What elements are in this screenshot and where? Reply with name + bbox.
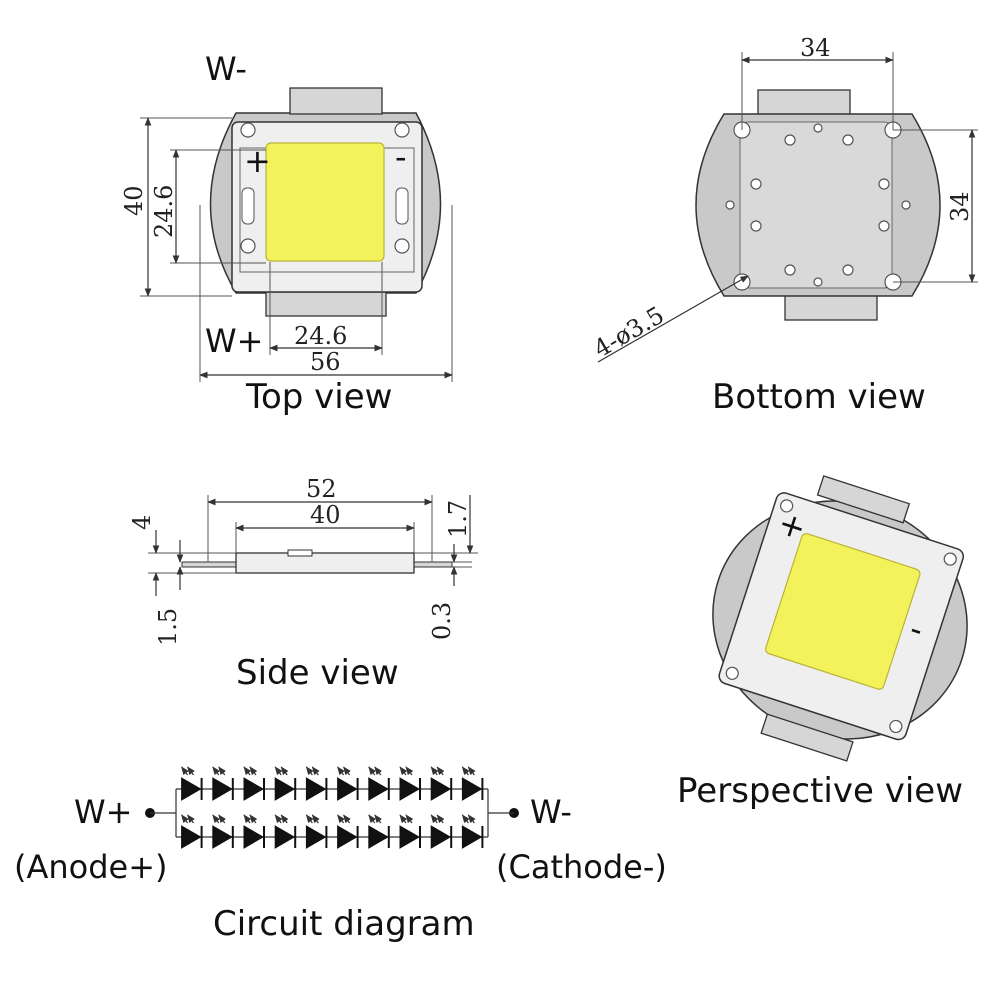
bottom-view-dot — [901, 200, 911, 210]
bottom-view-plate — [739, 121, 893, 289]
top-view-hole — [394, 122, 410, 138]
top-view-dim-width: 56 — [310, 348, 341, 376]
top-view-slot-left — [241, 187, 255, 225]
led-diode-icon — [212, 814, 234, 849]
circuit-left-sub: (Anode+) — [14, 848, 168, 886]
perspective-hole — [780, 499, 794, 513]
top-view-led-chip — [265, 142, 385, 262]
bottom-view-dot — [725, 200, 735, 210]
top-view-minus: - — [395, 138, 407, 176]
side-view: 52 40 4 1.5 1.7 0.3 Side view — [128, 475, 478, 693]
led-diode-icon — [274, 814, 297, 849]
led-diode-icon — [399, 766, 421, 801]
top-view-dim-led-height: 24.6 — [150, 185, 178, 238]
perspective-hole — [725, 666, 739, 680]
circuit-caption: Circuit diagram — [213, 904, 475, 944]
perspective-tab-bottom — [760, 713, 854, 762]
top-view-tab-top — [289, 87, 383, 115]
led-diode-icon — [212, 766, 234, 801]
perspective-view: + - — [712, 475, 968, 762]
perspective-hole — [889, 719, 903, 734]
bottom-view-dim-holes: 4-ø3.5 — [589, 301, 669, 363]
top-view-plus: + — [244, 142, 271, 180]
circuit-diagram: W+ (Anode+) W- (Cathode-) Circuit diagra… — [14, 766, 667, 944]
side-view-body — [235, 552, 415, 574]
bottom-view-dot — [842, 264, 854, 276]
top-view-tab-bottom — [265, 291, 387, 317]
bottom-view-dot — [813, 277, 823, 287]
top-view-dim-led-width: 24.6 — [294, 322, 347, 350]
side-view-dim-total: 4 — [128, 515, 156, 530]
circuit-right-label: W- — [530, 793, 572, 831]
led-diode-icon — [243, 766, 265, 801]
perspective-caption: Perspective view — [677, 771, 963, 811]
perspective-hole — [943, 552, 957, 566]
led-diode-icon — [243, 814, 265, 849]
circuit-right-sub: (Cathode-) — [496, 848, 667, 886]
side-view-dim-plate: 40 — [310, 501, 341, 529]
side-view-dim-length: 52 — [306, 475, 337, 503]
led-diode-icon — [305, 766, 328, 801]
side-view-dim-tab-h: 1.7 — [444, 500, 472, 538]
led-diode-icon — [181, 766, 203, 801]
top-view-hole — [240, 238, 256, 254]
bottom-view-dot — [842, 134, 854, 146]
led-diode-icon — [337, 814, 359, 849]
led-diode-icon — [181, 814, 203, 849]
bottom-view-dot — [878, 178, 890, 190]
perspective-tab-top — [816, 475, 911, 524]
top-view: + - W- W+ 40 24.6 24.6 56 Top view — [120, 50, 453, 417]
bottom-view-dim-y: 34 — [946, 191, 974, 222]
led-diode-icon — [430, 766, 453, 801]
top-view-hole — [394, 238, 410, 254]
bottom-view-caption: Bottom view — [712, 377, 926, 417]
bottom-view-dot — [750, 220, 762, 232]
bottom-view-tab-bottom — [784, 293, 878, 321]
bottom-view-tab-top — [757, 89, 851, 117]
perspective-led-chip — [765, 533, 921, 690]
bottom-view-dot — [784, 264, 796, 276]
bottom-view-dot — [813, 123, 823, 133]
led-diode-icon — [399, 814, 421, 849]
top-view-slot-right — [395, 187, 409, 225]
side-view-dim-base: 1.5 — [154, 608, 182, 646]
top-view-dim-height: 40 — [120, 185, 148, 216]
top-view-caption: Top view — [245, 377, 392, 417]
top-view-w-plus: W+ — [205, 322, 263, 360]
side-view-dim-tab-t: 0.3 — [428, 602, 456, 640]
led-diode-icon — [274, 766, 297, 801]
top-view-w-minus: W- — [205, 50, 247, 88]
led-diode-icon — [368, 766, 390, 801]
led-diode-icon — [368, 814, 390, 849]
side-view-caption: Side view — [236, 653, 399, 693]
side-view-dome — [287, 549, 313, 557]
bottom-view-dot — [784, 134, 796, 146]
led-diode-icon — [461, 766, 484, 801]
bottom-view: 34 34 4-ø3.5 Bottom view — [589, 34, 978, 417]
diode-array — [176, 766, 488, 849]
bottom-view-dot — [750, 178, 762, 190]
led-diode-icon — [305, 814, 328, 849]
dim-leader-holes — [597, 275, 749, 363]
led-diode-icon — [337, 766, 359, 801]
led-diode-icon — [461, 814, 484, 849]
top-view-hole — [240, 122, 256, 138]
bottom-view-dim-x: 34 — [800, 34, 831, 62]
led-diode-icon — [430, 814, 453, 849]
bottom-view-dot — [878, 220, 890, 232]
circuit-left-label: W+ — [74, 793, 132, 831]
